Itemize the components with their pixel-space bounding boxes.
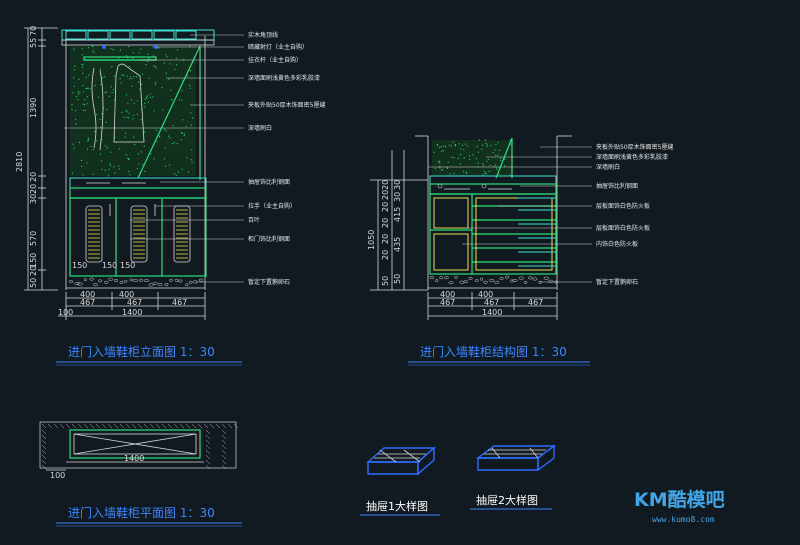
elev-dim-left-9: 20 [29,266,38,276]
elev-dim-bottom-6: 1400 [122,308,142,317]
struct-dim-left-8: 435 [393,237,402,252]
elev-label-9: 柜门饰比利钢面 [248,235,290,243]
struct-label-0: 夹板外贴50厚木饰面密5厘缝 [596,143,673,151]
structure-title: 进门入墙鞋柜结构图 1：30 [420,344,567,359]
plan-dim-0: 1400 [124,454,144,463]
elev-label-8: 百叶 [248,216,260,224]
struct-dim-left-7: 20 [381,218,390,228]
elev-dim-bottom-3: 467 [127,298,142,307]
struct-dim-left-11: 20 [381,250,390,260]
elev-label-6: 抽屉饰比利钢面 [248,178,290,186]
struct-dim-left-3: 20 [381,190,390,200]
struct-dim-left-9: 20 [381,234,390,244]
elev-dim-bottom-5: 100 [58,308,73,317]
elevation-title: 进门入墙鞋柜立面图 1：30 [68,344,215,359]
elev-label-0: 实木角顶线 [248,31,278,39]
struct-label-6: 内饰白色防火板 [596,240,638,248]
struct-dim-bottom-0: 400 [440,290,455,299]
plan-drawing: 1400 100 进门入墙鞋柜平面图 1：30 [39,421,242,527]
elev-inner-dim-0: 150 [72,261,87,270]
elev-dim-bottom-0: 400 [80,290,95,299]
struct-dim-bottom-2: 467 [440,298,455,307]
elev-dim-left-7: 570 [29,231,38,246]
struct-dim-bottom-5: 1400 [482,308,502,317]
elev-label-2: 挂衣杆（业主自购） [248,56,302,64]
wall-hatch [41,423,239,470]
elev-label-3: 深墙面刷浅黄色多彩乳胶漆 [248,74,320,82]
struct-dim-left-5: 20 [381,202,390,212]
elev-dim-left-5: 20 [29,184,38,194]
struct-dim-left-10: 50 [393,274,402,284]
struct-label-3: 抽屉饰比利钢面 [596,182,638,190]
elev-dim-bottom-4: 467 [172,298,187,307]
watermark-url: www.kumo8.com [652,515,715,524]
watermark-brand: KM酷模吧 [634,488,725,511]
plan-title: 进门入墙鞋柜平面图 1：30 [68,505,215,520]
struct-dim-left-4: 30 [393,192,402,202]
elev-dim-left-10: 50 [29,278,38,288]
drawer1-title: 抽屉1大样图 [366,499,428,513]
elev-leaders [64,34,244,283]
struct-dim-bottom-4: 467 [528,298,543,307]
elev-label-1: 暗藏射灯（业主自购） [248,43,308,51]
elev-label-5: 深墙刷白 [248,124,272,132]
struct-dim-bottom-1: 400 [478,290,493,299]
wall-texture [70,46,196,176]
struct-label-7: 暂定下置鹅卵石 [596,278,638,286]
struct-dim-left-6: 415 [393,207,402,222]
elevation-drawing: 70 55 1390 2810 20 20 30 570 150 20 50 4… [15,26,325,366]
pebble-floor [429,275,559,285]
louver-doors [85,205,191,263]
struct-label-5: 层板面饰白色防火板 [596,224,650,232]
elev-label-4: 夹板外贴50厚木饰面密5厘缝 [248,101,325,109]
elev-dim-left-6: 30 [29,194,38,204]
drawer-detail-2: 抽屉2大样图 [470,444,557,510]
struct-dim-bottom-3: 467 [484,298,499,307]
elev-dim-left-4: 20 [29,172,38,182]
drawer2-title: 抽屉2大样图 [476,493,538,507]
elev-dim-left-8: 150 [29,253,38,268]
elev-dim-left-1: 55 [29,38,38,48]
elev-dim-left-2: 1390 [29,98,38,118]
struct-label-1: 深墙面刷浅黄色多彩乳胶漆 [596,153,668,161]
watermark: KM酷模吧 www.kumo8.com [634,488,725,524]
struct-dim-left-1: 20 [381,180,390,190]
elev-dim-left-0: 70 [29,26,38,36]
elev-dim-bottom-1: 400 [119,290,134,299]
elev-label-7: 拉手（业主自购） [248,202,296,210]
struct-dim-left-12: 50 [381,276,390,286]
struct-dim-left-0: 1050 [367,230,376,250]
elev-inner-dim-1: 150 [102,261,117,270]
elev-dim-left-3: 2810 [15,152,24,172]
plan-dim-1: 100 [50,471,65,480]
struct-label-4: 层板面饰白色防火板 [596,202,650,210]
struct-dim-left-2: 30 [393,180,402,190]
pebble-floor [68,277,204,287]
elev-dim-bottom-2: 467 [80,298,95,307]
elev-label-10: 暂定下置鹅卵石 [248,278,290,286]
elev-inner-dim-2: 150 [120,261,135,270]
struct-leaders [428,146,592,283]
structure-drawing: 1050 20 30 20 30 20 415 20 435 20 50 20 … [367,135,673,366]
struct-label-2: 深墙刷白 [596,163,620,171]
drawer-detail-1: 抽屉1大样图 [360,446,440,516]
